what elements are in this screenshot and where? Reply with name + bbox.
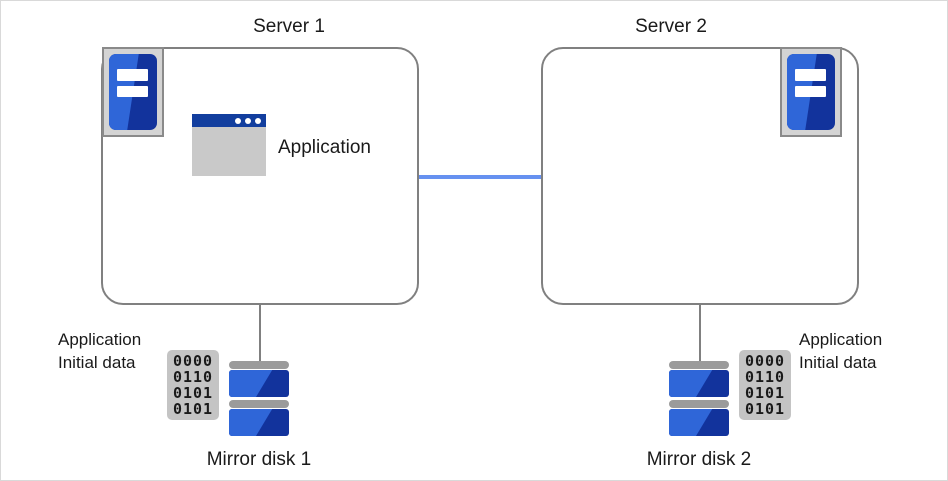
server-chassis-icon — [780, 47, 842, 137]
window-dot-icon — [235, 117, 241, 124]
mirror-disk-platter-upper — [669, 361, 729, 397]
binary-data-row: 0101 — [744, 399, 786, 418]
server-chassis-icon — [102, 47, 164, 137]
application-label: Application — [278, 137, 371, 158]
mirror-disk-icon[interactable] — [669, 361, 729, 436]
server-1-caption: Server 1 — [253, 16, 325, 37]
binary-data-row: 0000 — [744, 351, 786, 370]
server-chassis-body — [787, 54, 835, 130]
server-interconnect-line — [419, 175, 541, 179]
application-window-icon[interactable] — [192, 114, 266, 176]
binary-data-row: 0110 — [744, 367, 786, 386]
mirror-disk-1-annotation-line2: Initial data — [58, 353, 136, 372]
mirror-disk-plate — [669, 370, 729, 397]
server-chassis-body — [109, 54, 157, 130]
binary-data-card: 0000 0110 0101 0101 — [167, 350, 219, 420]
mirror-disk-2-annotation-line2: Initial data — [799, 353, 877, 372]
mirror-disk-plate — [669, 409, 729, 436]
binary-data-row: 0110 — [172, 367, 214, 386]
server-chassis-bar-top — [794, 69, 827, 81]
server-1-disk-connector — [259, 305, 261, 361]
binary-data-row: 0101 — [172, 383, 214, 402]
mirror-disk-platter-lower — [229, 400, 289, 436]
application-window-body — [192, 127, 266, 176]
mirror-disk-plate — [229, 409, 289, 436]
mirror-disk-platter-lower — [669, 400, 729, 436]
mirror-disk-plate — [229, 370, 289, 397]
server-chassis-bar-top — [116, 69, 149, 81]
server-chassis-bar-bottom — [794, 85, 827, 98]
mirror-disk-icon[interactable] — [229, 361, 289, 436]
mirror-disk-2-annotation: Application Initial data — [799, 328, 882, 374]
mirror-disk-1-caption: Mirror disk 1 — [206, 449, 312, 470]
server-2-disk-connector — [699, 305, 701, 361]
mirror-disk-1-annotation: Application Initial data — [58, 328, 141, 374]
window-dot-icon — [255, 117, 261, 124]
server-2-caption: Server 2 — [635, 16, 707, 37]
mirror-disk-cap — [229, 361, 289, 369]
binary-data-row: 0101 — [744, 383, 786, 402]
server-chassis-bar-bottom — [116, 85, 149, 98]
binary-data-card: 0000 0110 0101 0101 — [739, 350, 791, 420]
mirror-disk-cap — [229, 400, 289, 408]
mirror-disk-2-annotation-line1: Application — [799, 330, 883, 349]
mirror-disk-cap — [669, 400, 729, 408]
mirror-disk-2-caption: Mirror disk 2 — [646, 449, 752, 470]
mirror-disk-1-annotation-line1: Application — [58, 330, 142, 349]
binary-data-row: 0000 — [172, 351, 214, 370]
mirror-disk-cap — [669, 361, 729, 369]
mirror-disk-platter-upper — [229, 361, 289, 397]
window-dot-icon — [245, 117, 251, 124]
binary-data-row: 0101 — [172, 399, 214, 418]
application-window-titlebar — [192, 114, 266, 127]
